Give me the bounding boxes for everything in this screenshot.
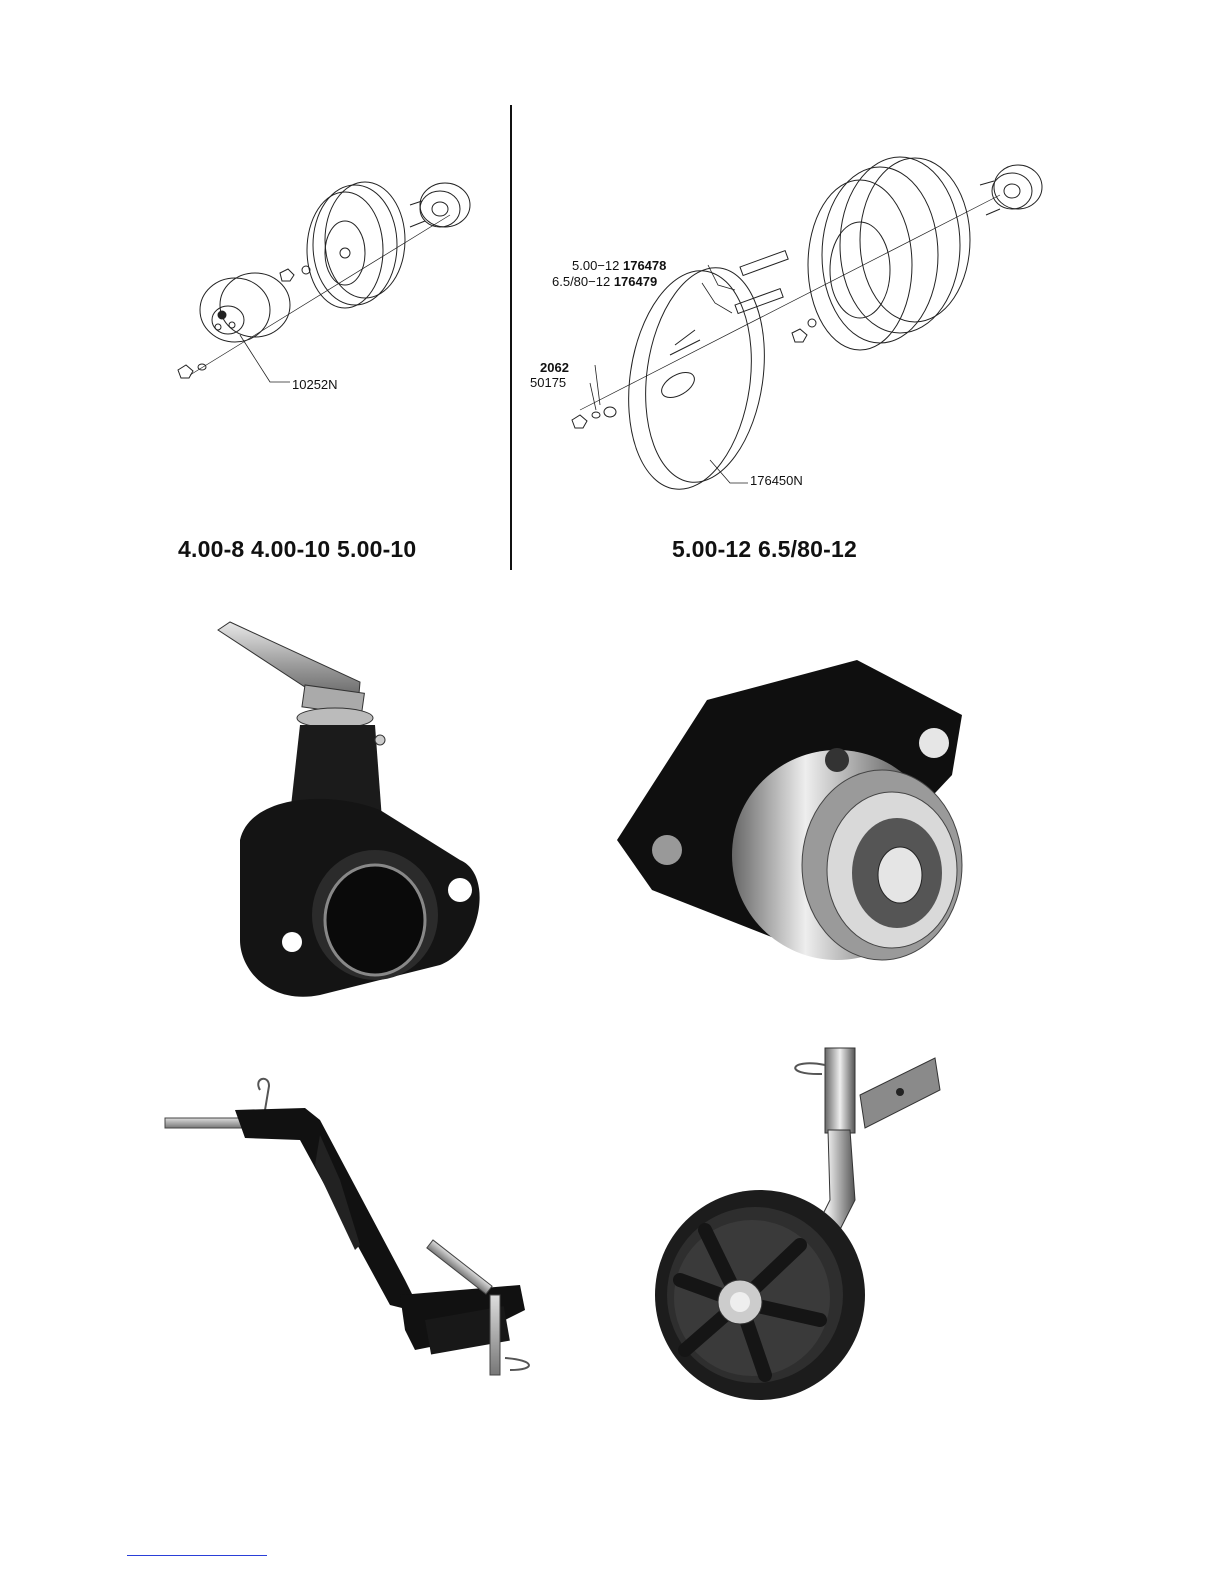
left-exploded-diagram [160, 165, 500, 400]
lever-bracket-photo [210, 620, 490, 1000]
hub-adapter-photo [612, 655, 982, 970]
callout-176478-part: 176478 [623, 258, 666, 273]
callout-10252n: 10252N [292, 378, 338, 392]
callout-176450n: 176450N [750, 474, 803, 488]
callout-176479: 6.5/80−12 176479 [552, 275, 657, 289]
callout-176479-size: 6.5/80−12 [552, 274, 610, 289]
right-diagram-caption: 5.00-12 6.5/80-12 [672, 536, 857, 563]
callout-176478-size: 5.00−12 [572, 258, 619, 273]
right-exploded-diagram [560, 155, 1050, 485]
left-diagram-caption: 4.00-8 4.00-10 5.00-10 [178, 536, 416, 563]
bent-tow-arm-photo [165, 1070, 540, 1380]
diagram-divider [510, 105, 512, 570]
callout-176479-part: 176479 [614, 274, 657, 289]
jockey-wheel-photo [650, 1040, 970, 1400]
footnote-rule [127, 1555, 267, 1556]
callout-176478: 5.00−12 176478 [572, 259, 666, 273]
callout-2062: 2062 [540, 361, 569, 375]
callout-50175: 50175 [530, 376, 566, 390]
